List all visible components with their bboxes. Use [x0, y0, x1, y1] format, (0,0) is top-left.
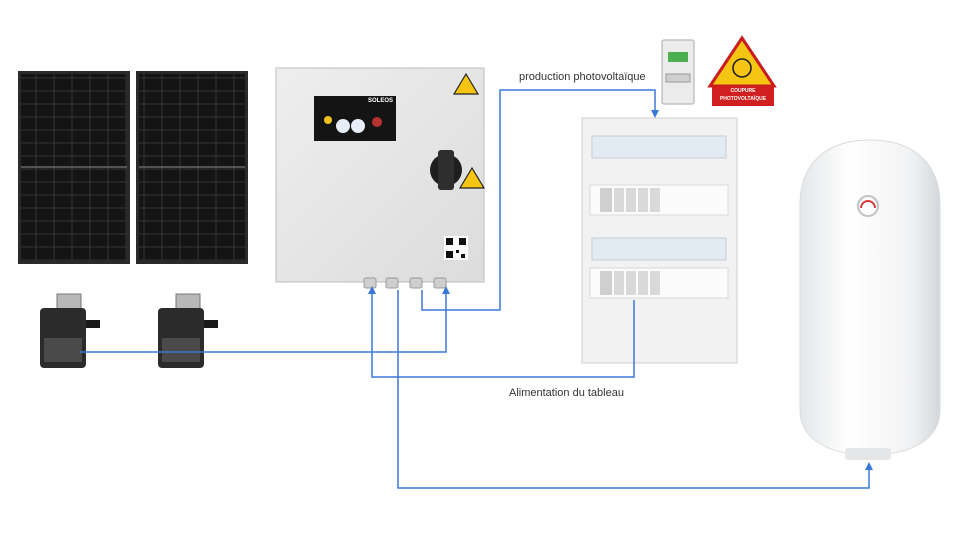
wire-controller-to-water-heater	[397, 290, 873, 489]
controller-box-icon	[275, 67, 486, 289]
microinverter-icon	[40, 293, 100, 368]
warning-sign-line2: PHOTOVOLTAÏQUE	[719, 96, 767, 102]
wire-microinverters-to-controller	[80, 286, 450, 353]
warning-sign-icon	[707, 35, 777, 106]
electrical-panel-icon	[581, 117, 738, 364]
warning-sign-line1: COUPURE	[730, 88, 756, 94]
wire-controller-to-breaker	[421, 89, 659, 311]
solar-panel-icon	[136, 71, 248, 264]
wire-panel-to-controller	[368, 286, 635, 378]
label-production-photovoltaique: production photovoltaïque	[519, 71, 646, 83]
label-alimentation-tableau: Alimentation du tableau	[509, 387, 624, 399]
water-heater-icon	[799, 139, 941, 460]
solar-panel-icon	[18, 71, 130, 264]
controller-brand: SOLEOS	[368, 98, 394, 104]
microinverter-icon	[158, 293, 218, 368]
breaker-icon	[661, 39, 695, 105]
